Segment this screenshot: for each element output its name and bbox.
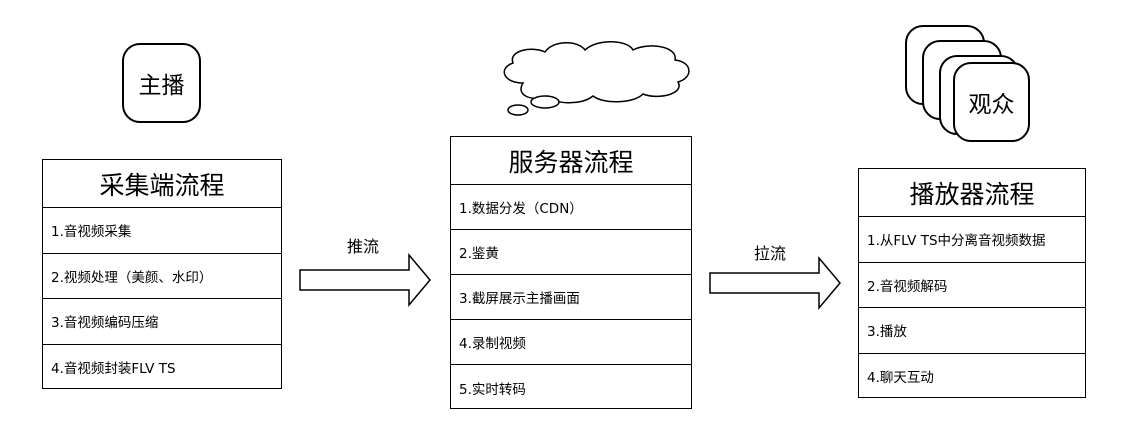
audience-stack: 观众 — [905, 25, 1030, 145]
server-step-3: 3.截屏展示主播画面 — [451, 275, 691, 320]
player-step-4: 4.聊天互动 — [867, 370, 934, 387]
broadcaster-label: 主播 — [138, 73, 185, 99]
player-step-3: 3.播放 — [859, 308, 1085, 354]
player-flow-table: 播放器流程 1.从FLV TS中分离音视频数据 2.音视频解码 3.播放 4.聊… — [858, 168, 1086, 398]
server-step-5: 5.实时转码 — [459, 381, 526, 398]
capture-step-3: 3.音视频编码压缩 — [43, 299, 281, 345]
capture-step-4: 4.音视频封装FLV TS — [51, 361, 176, 378]
push-stream-label: 推流 — [347, 237, 380, 256]
capture-step-2: 2.视频处理（美颜、水印） — [43, 254, 281, 299]
broadcaster-box: 主播 — [122, 43, 201, 123]
cloud-icon — [503, 41, 690, 116]
player-step-2: 2.音视频解码 — [859, 263, 1085, 308]
capture-flow-title: 采集端流程 — [43, 160, 281, 208]
pull-stream-label: 拉流 — [754, 244, 787, 263]
capture-flow-table: 采集端流程 1.音视频采集 2.视频处理（美颜、水印） 3.音视频编码压缩 4.… — [42, 159, 282, 389]
server-flow-table: 服务器流程 1.数据分发（CDN） 2.鉴黄 3.截屏展示主播画面 4.录制视频… — [450, 136, 692, 409]
capture-step-1: 1.音视频采集 — [43, 208, 281, 254]
server-step-2: 2.鉴黄 — [451, 230, 691, 275]
pull-arrow-icon — [709, 255, 841, 311]
server-step-1: 1.数据分发（CDN） — [451, 185, 691, 230]
push-arrow-icon — [299, 252, 431, 308]
player-step-1: 1.从FLV TS中分离音视频数据 — [859, 217, 1085, 263]
player-flow-title: 播放器流程 — [859, 169, 1085, 217]
audience-label: 观众 — [968, 92, 1015, 118]
server-step-4: 4.录制视频 — [451, 320, 691, 365]
server-flow-title: 服务器流程 — [451, 137, 691, 185]
audience-box: 观众 — [953, 62, 1030, 142]
